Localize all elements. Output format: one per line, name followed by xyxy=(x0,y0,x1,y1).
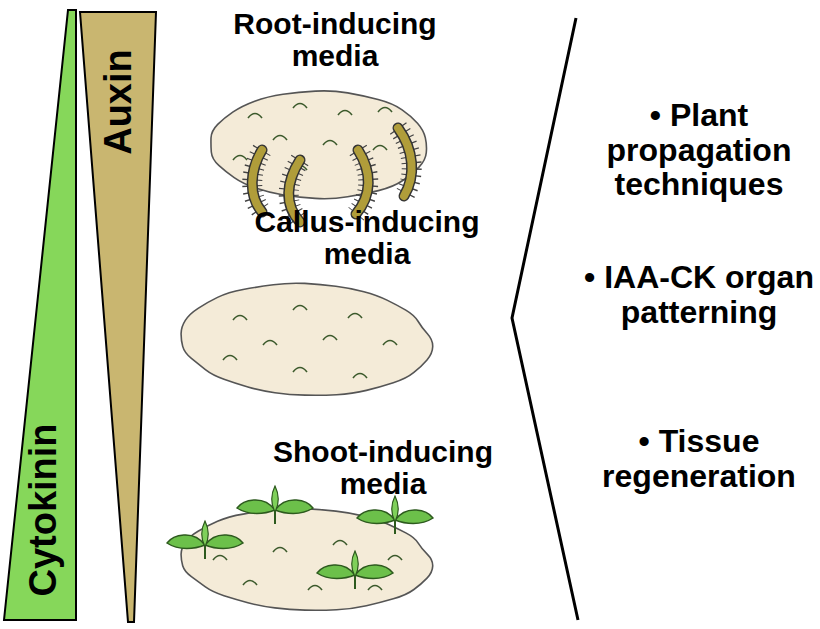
cell-mark xyxy=(323,141,337,146)
media-label: Root-inducing media xyxy=(195,8,475,73)
leaf xyxy=(352,551,358,577)
cell-mark xyxy=(293,306,307,311)
cell-mark xyxy=(273,136,287,141)
triangle xyxy=(4,10,76,620)
leaf xyxy=(317,565,355,579)
cell-mark xyxy=(388,556,402,561)
cell-mark xyxy=(243,581,257,586)
callus-blob xyxy=(181,508,433,610)
gradient-label: Auxin xyxy=(99,49,137,155)
application-item: • Tissue regeneration xyxy=(584,424,814,493)
media-label: Callus-inducing media xyxy=(222,206,512,271)
cell-mark xyxy=(293,104,307,109)
leaf xyxy=(357,510,395,524)
cell-mark xyxy=(353,374,367,379)
root-hairs xyxy=(356,150,368,214)
cell-mark xyxy=(273,548,287,553)
leaf xyxy=(395,510,433,524)
cell-mark xyxy=(383,341,397,346)
root-outline xyxy=(356,150,368,214)
root xyxy=(356,150,368,214)
cell-mark xyxy=(308,586,322,591)
cell-mark xyxy=(338,111,352,116)
bracket xyxy=(512,18,578,620)
root-hairs xyxy=(252,150,262,212)
root xyxy=(398,128,412,196)
auxin-gradient: Auxin xyxy=(78,10,158,624)
triangle xyxy=(80,12,156,622)
media-label: Shoot-inducing media xyxy=(238,436,528,501)
cell-mark xyxy=(348,314,362,319)
cell-mark xyxy=(293,368,307,373)
leaf xyxy=(355,565,393,579)
cell-mark xyxy=(373,146,387,151)
cell-mark xyxy=(233,156,247,161)
callus-blob xyxy=(181,283,433,395)
application-item: • Plant propagation techniques xyxy=(584,98,814,202)
cytokinin-gradient: Cytokinin xyxy=(2,8,78,622)
leaf xyxy=(237,500,275,514)
cell-mark xyxy=(368,586,382,591)
root-outline xyxy=(252,150,262,212)
leaf xyxy=(275,500,313,514)
leaf xyxy=(272,486,278,512)
application-item: • IAA-CK organ patterning xyxy=(584,260,814,329)
leaf xyxy=(205,535,243,549)
leaf xyxy=(202,521,208,547)
cell-mark xyxy=(263,341,277,346)
root-hairs xyxy=(398,128,412,196)
cell-mark xyxy=(223,356,237,361)
root-outline xyxy=(398,128,412,196)
cell-mark xyxy=(248,114,262,119)
cell-mark xyxy=(378,108,392,113)
root xyxy=(252,150,262,212)
cell-mark xyxy=(323,336,337,341)
cell-mark xyxy=(333,541,347,546)
callus-blob xyxy=(211,91,427,199)
cell-mark xyxy=(233,316,247,321)
callus-group xyxy=(167,91,433,610)
leaf xyxy=(167,535,205,549)
gradient-label: Cytokinin xyxy=(23,423,61,596)
cell-mark xyxy=(213,556,227,561)
